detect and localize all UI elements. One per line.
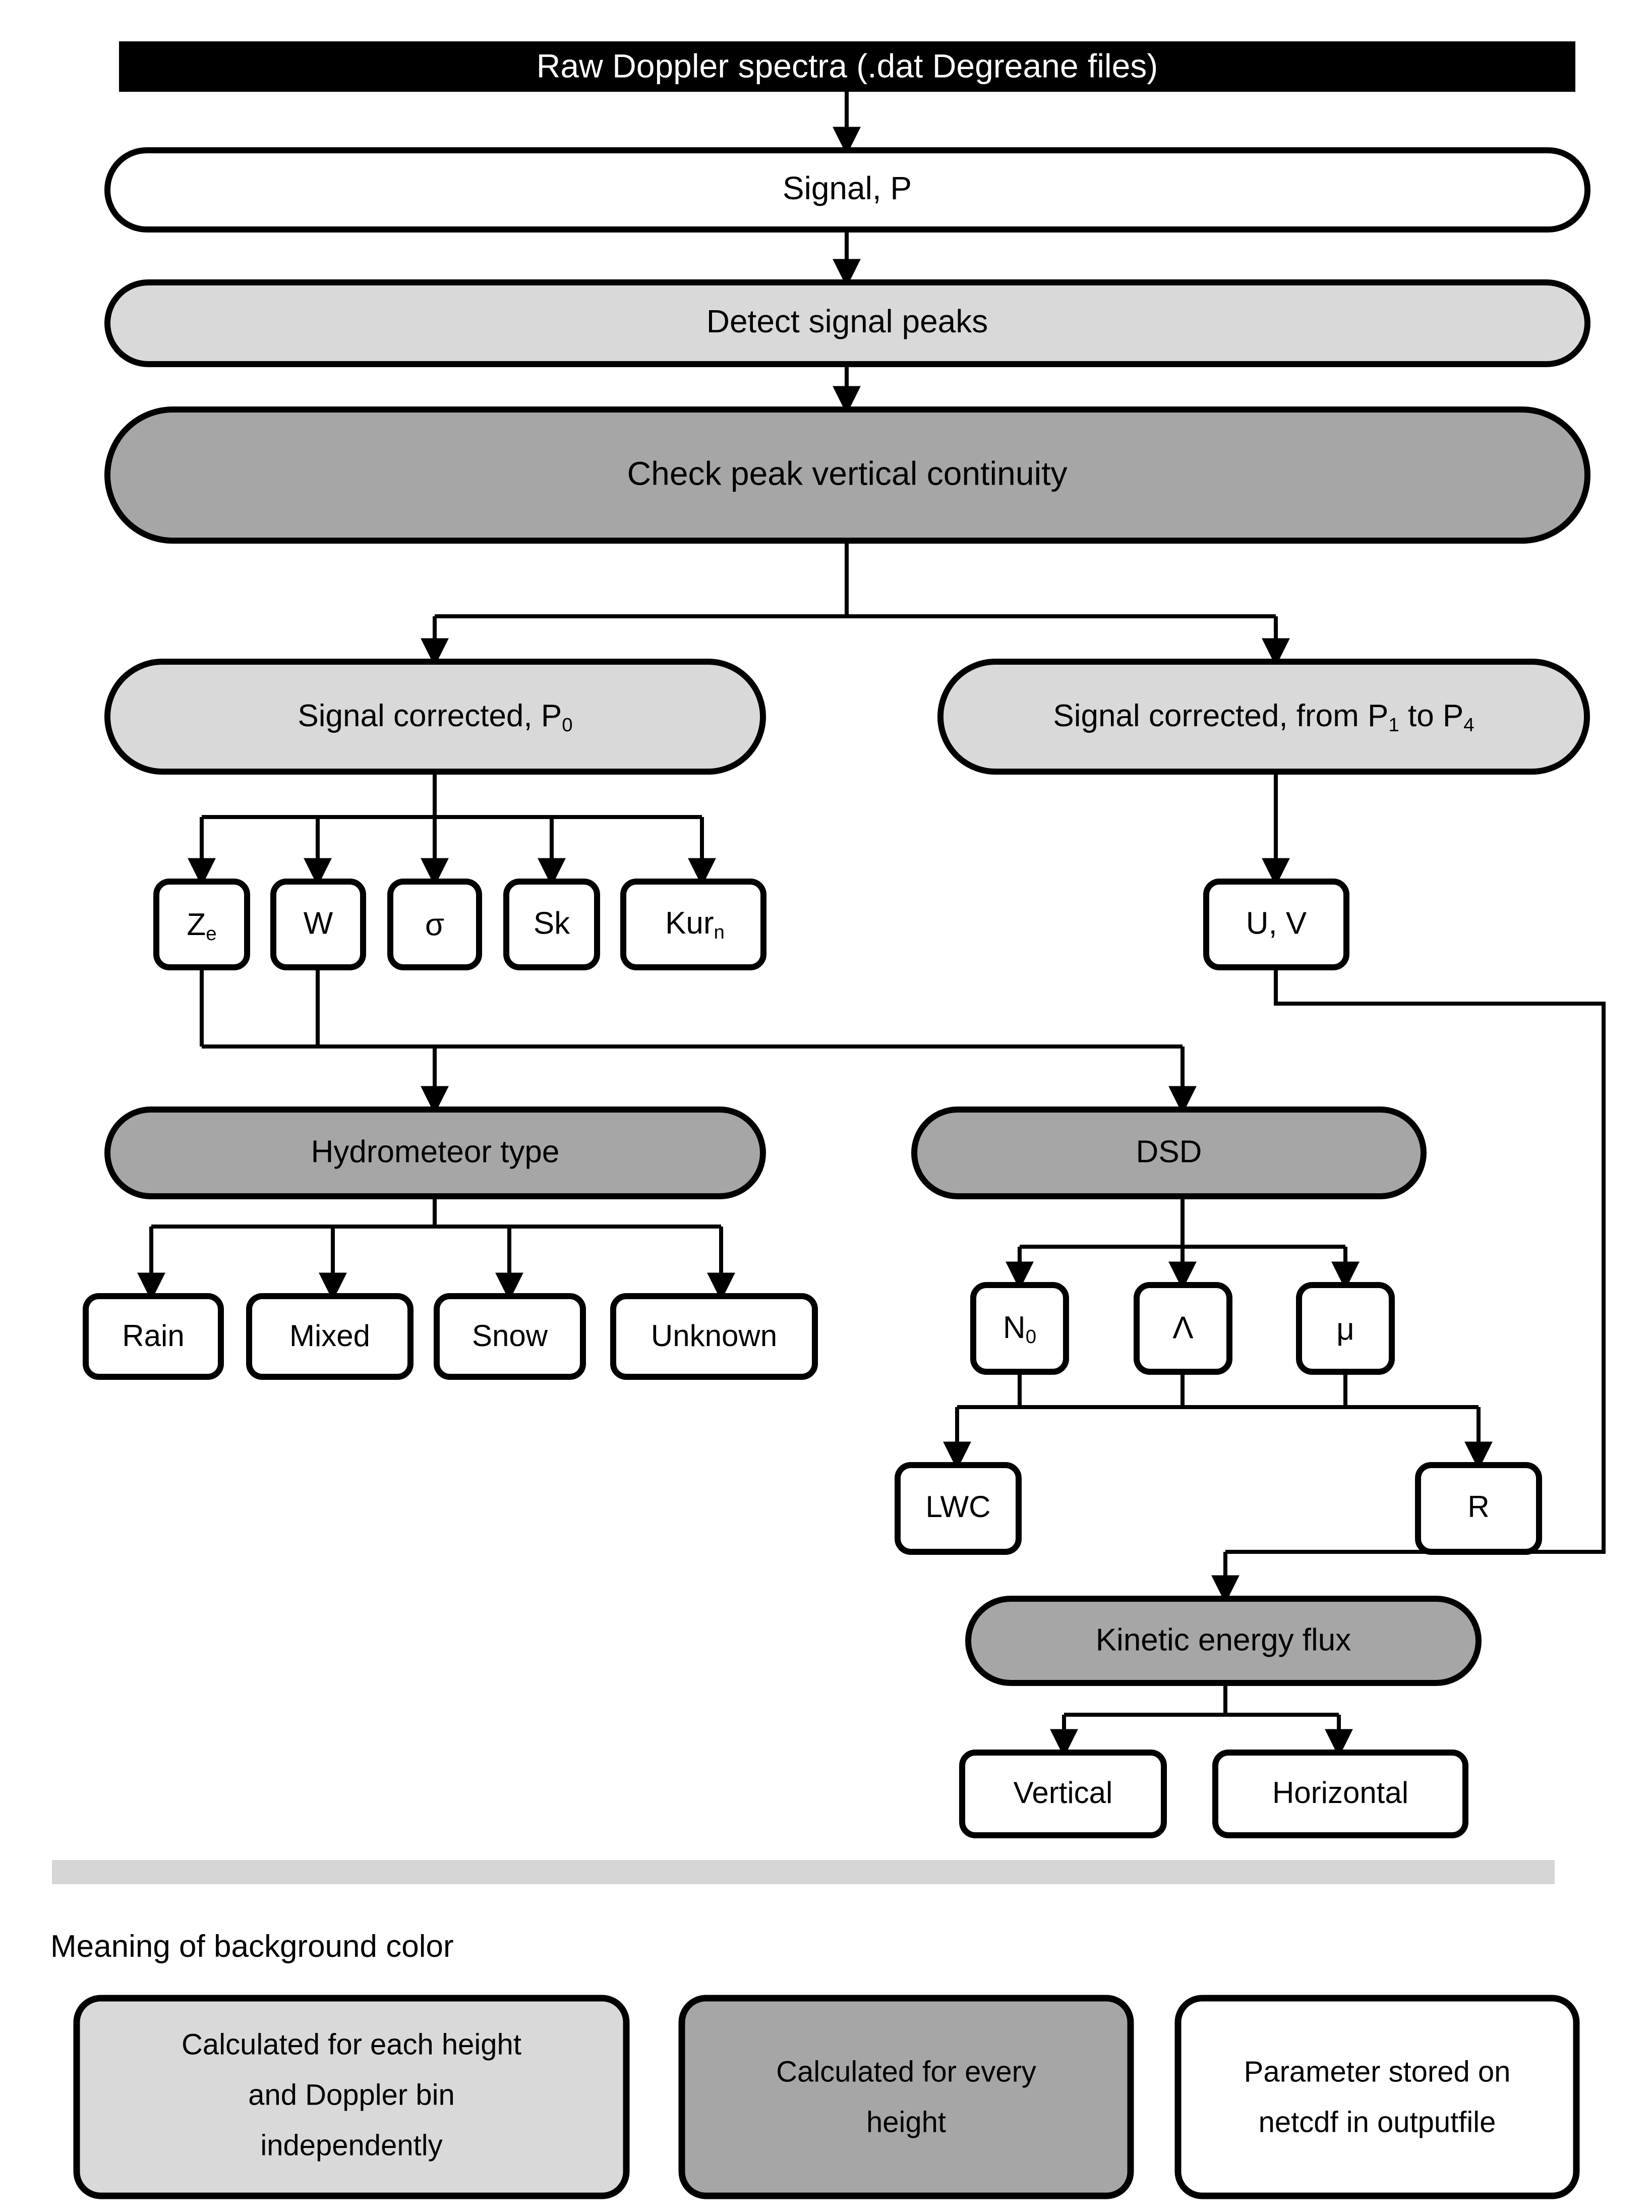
connector-p0-to-moments — [188, 817, 716, 887]
node-hydrometeor-type-label: Hydrometeor type — [311, 1134, 560, 1169]
node-lwc-label: LWC — [926, 1490, 991, 1524]
connector-uv-right-rail — [1225, 967, 1606, 1554]
connector-moments-bus — [200, 967, 1183, 1049]
node-lambda-label: Λ — [1172, 1310, 1194, 1345]
node-w-label: W — [304, 906, 333, 941]
legend-item-0-line-2: independently — [260, 2129, 442, 2162]
legend-item-2: Parameter stored on netcdf in outputfile — [1174, 1995, 1580, 2199]
node-ze: Ze — [153, 879, 250, 970]
connector-bus-to-type-dsd — [421, 1046, 1197, 1115]
node-snow-label: Snow — [472, 1319, 548, 1353]
node-uv-label: U, V — [1246, 906, 1307, 941]
connector-params-to-lwc-r — [943, 1407, 1493, 1470]
connector-kef-bus — [1064, 1683, 1339, 1717]
node-horizontal: Horizontal — [1212, 1750, 1468, 1838]
legend-item-1-line-1: height — [866, 2106, 946, 2138]
section-separator — [52, 1860, 1555, 1884]
connector-check-branches — [421, 616, 1290, 667]
node-horizontal-label: Horizontal — [1272, 1776, 1408, 1810]
legend-item-2-line-1: netcdf in outputfile — [1259, 2106, 1496, 2138]
connector-p0-bus — [202, 772, 702, 819]
node-title-bar: Raw Doppler spectra (.dat Degreane files… — [119, 41, 1575, 92]
node-hydrometeor-type: Hydrometeor type — [104, 1107, 766, 1199]
node-sk: Sk — [503, 879, 600, 970]
node-check-peak-vertical-continuity: Check peak vertical continuity — [104, 406, 1590, 544]
node-sigma: σ — [387, 879, 482, 970]
legend-heading: Meaning of background color — [50, 1929, 454, 1964]
node-lambda: Λ — [1134, 1282, 1232, 1375]
connector-dsd-bus — [1020, 1196, 1345, 1249]
title-bar-label: Raw Doppler spectra (.dat Degreane files… — [537, 47, 1158, 84]
node-check-continuity-label: Check peak vertical continuity — [627, 454, 1067, 492]
node-signal-corrected-p0-label: Signal corrected, P0 — [298, 698, 572, 736]
node-signal-corrected-p1-p4: Signal corrected, from P1 to P4 — [937, 659, 1590, 775]
node-unknown-label: Unknown — [651, 1319, 777, 1353]
node-signal-corrected-p0: Signal corrected, P0 — [104, 659, 766, 775]
node-mu: μ — [1296, 1282, 1395, 1375]
legend-item-0-line-1: and Doppler bin — [248, 2078, 455, 2111]
connector-kef-to-outputs — [1050, 1715, 1353, 1758]
node-mu-label: μ — [1336, 1312, 1354, 1347]
node-kinetic-energy-flux: Kinetic energy flux — [965, 1596, 1482, 1686]
node-mixed-label: Mixed — [289, 1319, 370, 1353]
node-uv: U, V — [1203, 879, 1349, 970]
legend-item-1: Calculated for every height — [678, 1995, 1134, 2199]
node-sigma-label: σ — [425, 907, 444, 942]
node-signal-corrected-p1-p4-label: Signal corrected, from P1 to P4 — [1053, 698, 1474, 736]
node-dsd-label: DSD — [1136, 1134, 1202, 1169]
legend-item-2-line-0: Parameter stored on — [1244, 2055, 1511, 2088]
node-signal-p-label: Signal, P — [783, 170, 912, 206]
node-n0-label: N0 — [1003, 1310, 1036, 1348]
node-snow: Snow — [434, 1293, 586, 1380]
node-r: R — [1415, 1462, 1542, 1555]
connector-params-bus — [957, 1372, 1479, 1409]
node-sk-label: Sk — [534, 906, 570, 941]
legend-item-0-line-0: Calculated for each height — [182, 2028, 521, 2061]
node-mixed: Mixed — [246, 1293, 414, 1380]
node-ze-label: Ze — [187, 907, 216, 945]
node-vertical: Vertical — [959, 1750, 1167, 1838]
node-lwc: LWC — [895, 1462, 1022, 1555]
node-w: W — [270, 879, 366, 970]
node-unknown: Unknown — [610, 1293, 818, 1380]
node-kur-n: Kurn — [620, 879, 766, 970]
node-r-label: R — [1467, 1490, 1489, 1524]
legend-item-0: Calculated for each height and Doppler b… — [73, 1995, 630, 2199]
connector-type-to-classes — [137, 1227, 735, 1301]
legend-item-1-line-0: Calculated for every — [776, 2055, 1036, 2088]
node-dsd: DSD — [911, 1107, 1427, 1199]
node-detect-signal-peaks-label: Detect signal peaks — [706, 303, 988, 339]
connector-check-split — [435, 541, 1276, 618]
node-rain: Rain — [83, 1293, 224, 1380]
connector-dsd-to-params — [1006, 1247, 1360, 1290]
node-rain-label: Rain — [122, 1319, 184, 1353]
node-n0: N0 — [970, 1282, 1069, 1375]
node-kur-n-label: Kurn — [665, 906, 725, 943]
node-detect-signal-peaks: Detect signal peaks — [104, 279, 1590, 367]
node-kinetic-energy-flux-label: Kinetic energy flux — [1096, 1622, 1351, 1657]
node-signal-p: Signal, P — [104, 147, 1590, 232]
node-vertical-label: Vertical — [1014, 1776, 1113, 1810]
connector-type-bus — [151, 1196, 721, 1229]
